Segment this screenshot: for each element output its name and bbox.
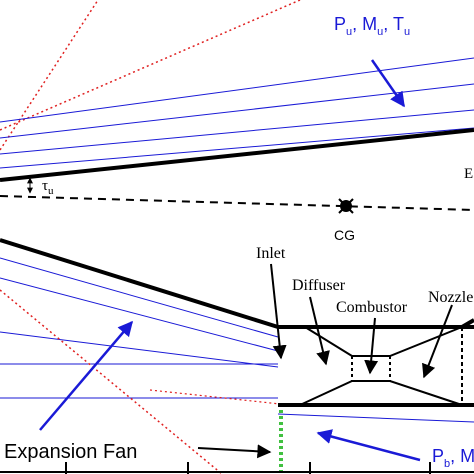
upper-flow-line-4 <box>0 127 474 169</box>
cg-label: CG <box>334 227 355 243</box>
upper-flow-line-2 <box>0 83 474 139</box>
lower-right-flow-arrow <box>316 429 421 462</box>
upper-flow-state-label: Pu, Mu, Tu <box>334 14 410 38</box>
upper-shock-line-1 <box>0 0 301 131</box>
inlet-arrow <box>270 263 287 360</box>
nozzle-label: Nozzle <box>428 289 473 306</box>
nozzle-arrow <box>422 304 453 379</box>
upper-body-surface <box>0 128 474 182</box>
diffuser-arrow <box>309 296 330 366</box>
tau-label: τu <box>42 178 54 197</box>
lower-flow-line-1 <box>0 257 279 338</box>
lower-shock-line-2 <box>149 389 281 405</box>
engine-internal-flowpath <box>299 326 463 406</box>
upper-flow-line-1 <box>0 57 474 123</box>
lower-flow-line-6 <box>277 413 474 423</box>
lower-flow-line-3 <box>0 331 279 368</box>
lower-shock-lines <box>0 289 281 474</box>
inlet-label: Inlet <box>256 245 286 262</box>
combustor-label: Combustor <box>336 299 408 316</box>
centerline <box>0 195 474 211</box>
edge-partial-label: E <box>464 166 473 182</box>
bottom-axis <box>0 462 474 474</box>
lower-flow-state-label: Pb, M <box>432 446 474 470</box>
upper-flow-lines <box>0 57 474 169</box>
lower-flow-line-2 <box>0 277 279 352</box>
nozzle-upper-wall <box>460 318 474 329</box>
upper-shock-lines <box>0 0 301 151</box>
lower-flow-lines <box>0 257 474 423</box>
lower-shock-line-1 <box>0 289 223 474</box>
lower-left-flow-arrow <box>39 320 133 431</box>
combustor-arrow <box>364 317 379 375</box>
diffuser-label: Diffuser <box>292 277 346 294</box>
forebody-ramp <box>0 238 279 329</box>
expansion-fan-arrow <box>197 444 272 459</box>
upper-flow-arrow <box>370 59 406 108</box>
upper-flow-line-3 <box>0 109 474 155</box>
cg-marker-icon <box>338 198 354 214</box>
upper-shock-line-2 <box>0 0 99 151</box>
expansion-fan-label: Expansion Fan <box>4 441 137 463</box>
